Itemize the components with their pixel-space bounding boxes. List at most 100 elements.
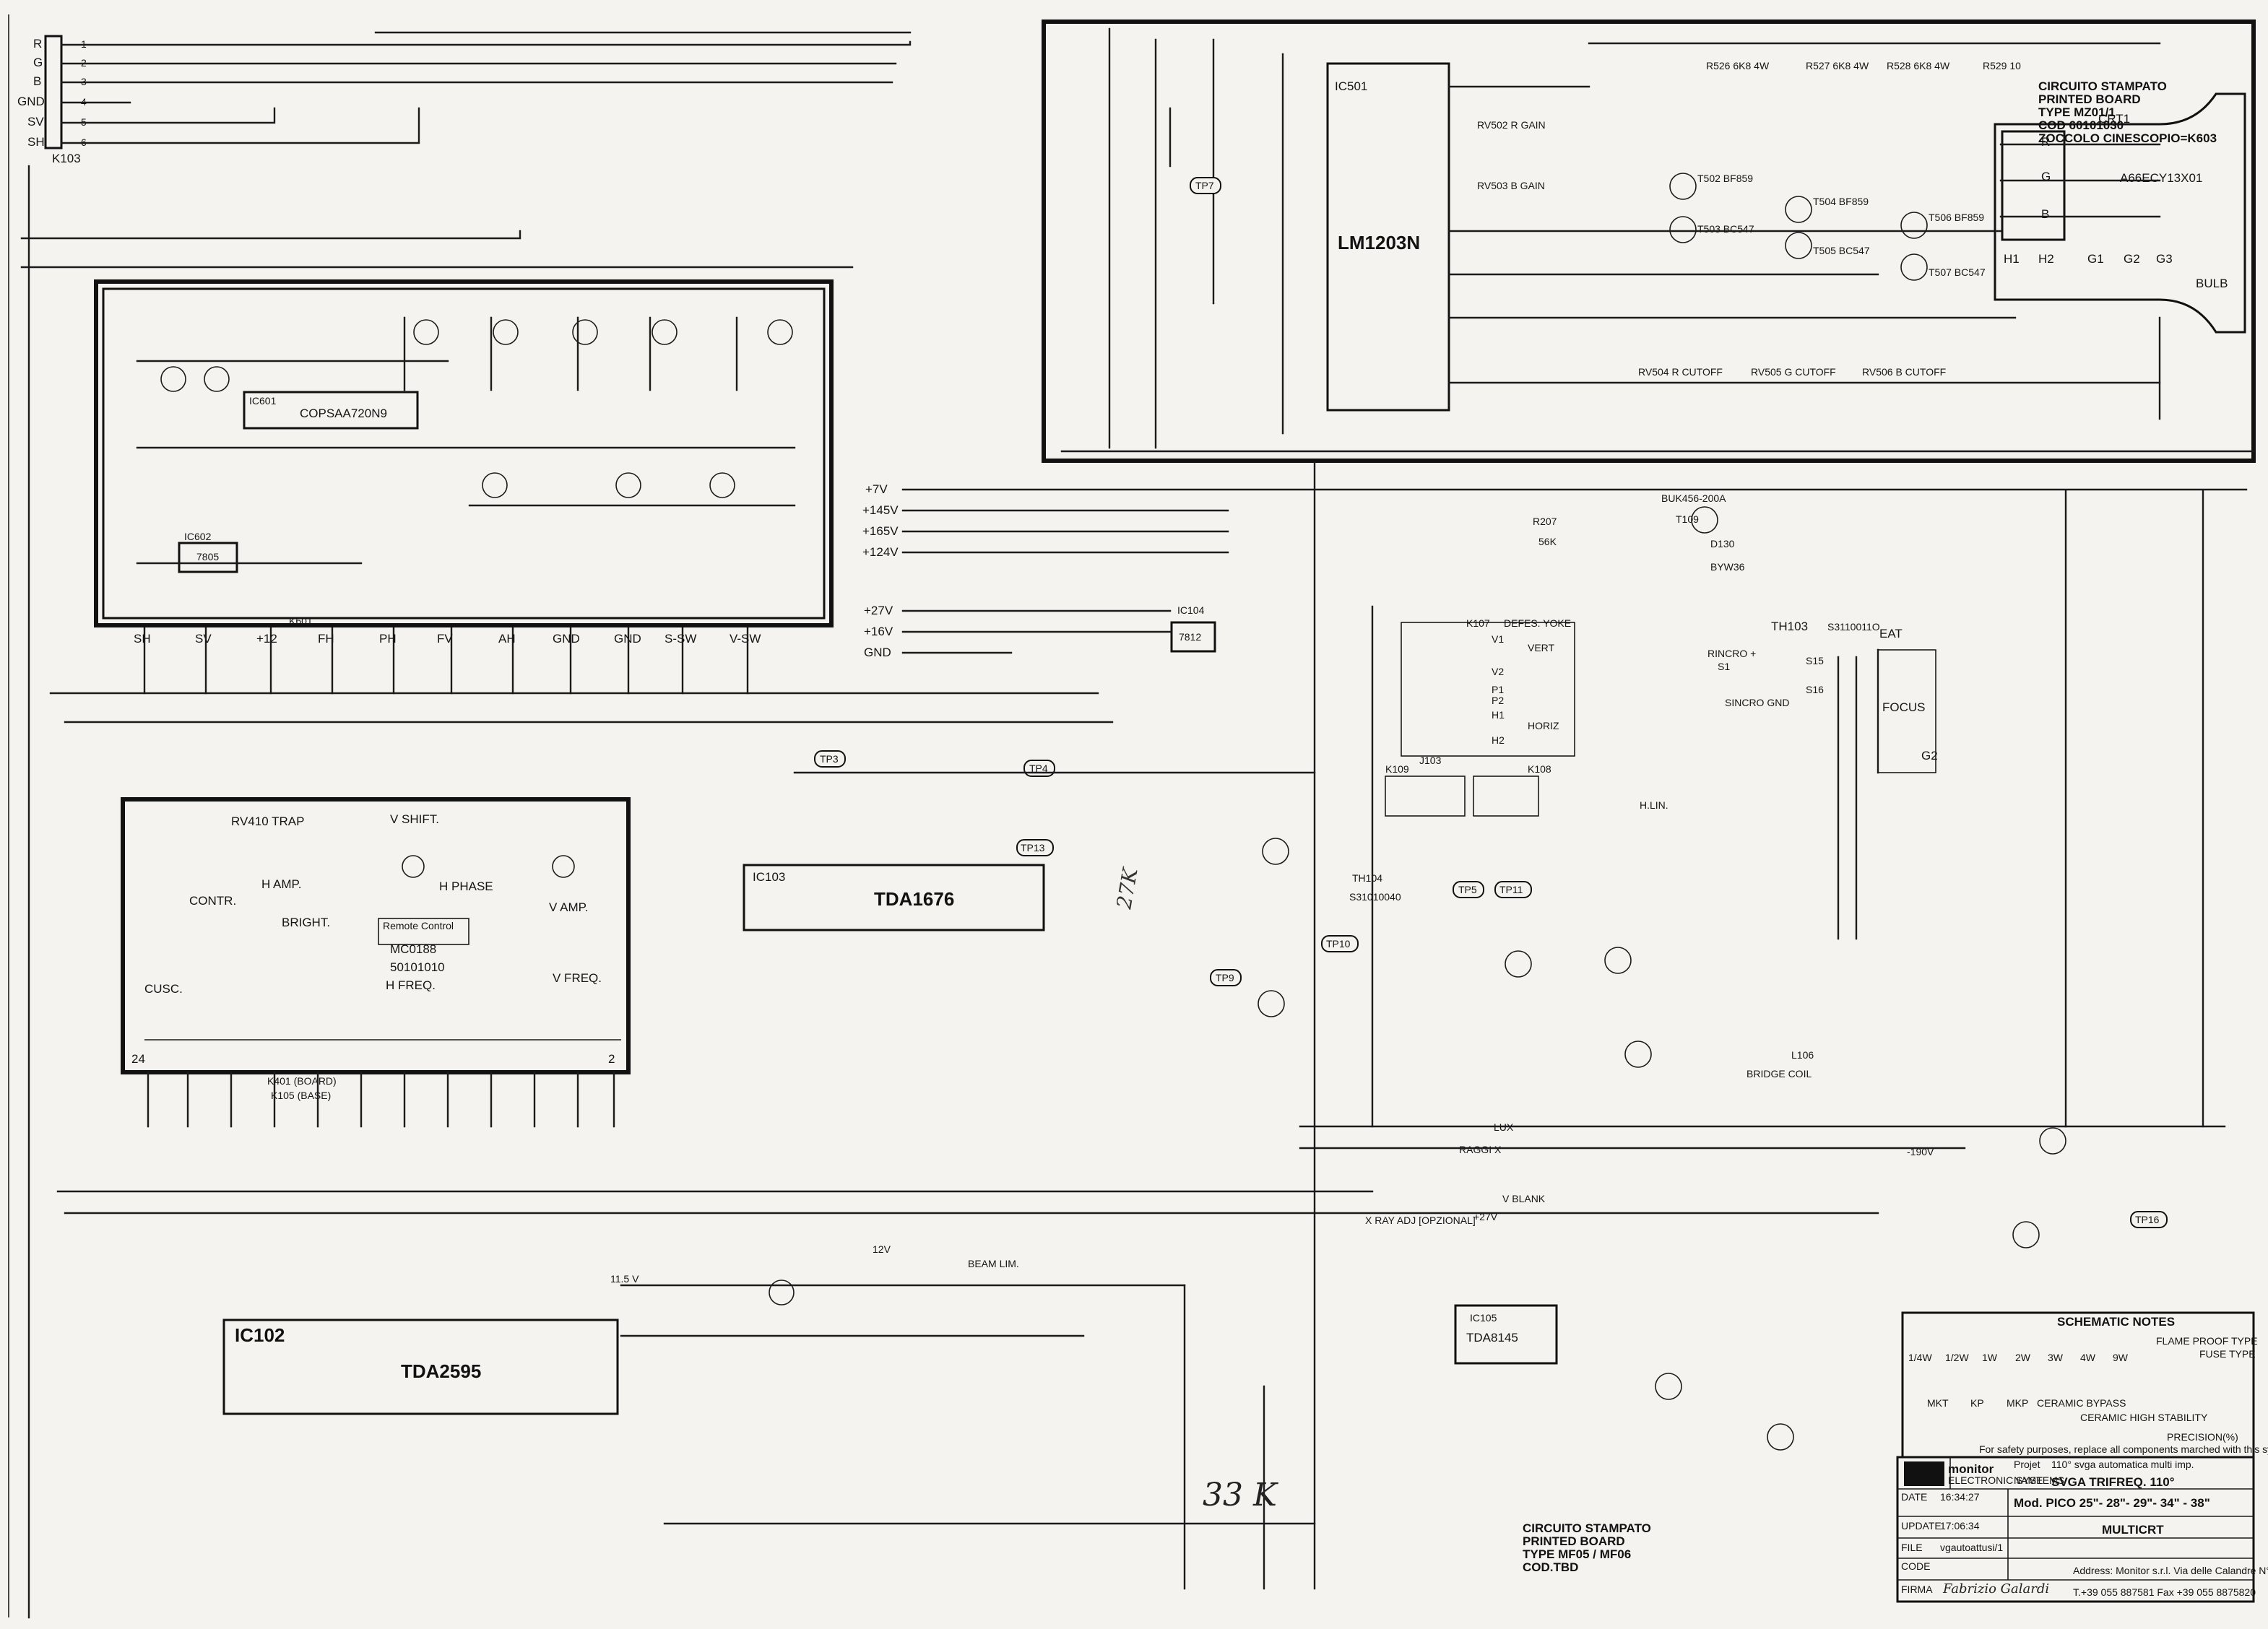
board-top-line-5: ZOCCOLO CINESCOPIO=K603 [2038,131,2217,145]
title-block: monitor ELECTRONIC SYSTEMS Projet 110° s… [1896,1456,2268,1603]
notes-rating-7: 9W [2113,1352,2129,1363]
crt-gun-r: R [2041,135,2050,149]
power-r207: R207 [1533,516,1557,527]
r528-label: R528 6K8 4W [1887,60,1950,71]
brand-sub: ELECTRONIC SYSTEMS [1948,1474,2064,1486]
notes-rating-1: 1/4W [1908,1352,1932,1363]
control-h-phase: H PHASE [439,879,493,893]
crt-tube-code: A66ECY13X01 [2120,171,2202,185]
notes-cap-mkt: MKT [1927,1397,1949,1409]
notes-cap-mkp: MKP [2007,1397,2028,1409]
rgb-output-stages: T502 BF859 T503 BC547 T504 BF859 T505 BC… [1477,60,2021,378]
power-stage: BUK456-200A T109 D130 BYW36 R207 56K TH1… [610,492,1934,1285]
power-th104-part: S31010040 [1349,891,1401,903]
flyback-focus: FOCUS [1882,700,1926,714]
flyback-part: S3110011O [1827,621,1880,633]
power-bridge-coil: BRIDGE COIL [1747,1068,1812,1080]
lower-wiring [49,461,2226,1590]
controls-connector-top: K401 (BOARD) [267,1075,337,1087]
board-top-line-2: PRINTED BOARD [2038,92,2141,106]
notes-safety: For safety purposes, replace all compone… [1979,1443,2268,1455]
board-bottom-line-4: COD.TBD [1523,1560,1578,1574]
rail-7v: +7V [865,482,888,496]
notes-precision: PRECISION(%) [2167,1431,2238,1443]
board-top-line-1: CIRCUITO STAMPATO [2038,79,2167,93]
ic102-ref: IC102 [235,1324,285,1346]
ic602-regulator: IC602 7805 [178,531,238,573]
rail-16v: +16V [864,625,893,638]
ic105-part: TDA8145 [1466,1331,1518,1345]
rail-124v: +124V [862,545,899,559]
yoke-label: DEFES. YOKE [1504,617,1571,629]
test-point-tp16 [2130,1211,2168,1228]
power-buk-top: BUK456-200A [1661,492,1726,504]
yoke-j103: J103 [1419,755,1442,766]
ic601-micro: IC601 COPSAA720N9 [243,391,419,430]
name-value: SVGA TRIFREQ. 110° [2051,1475,2175,1489]
micro-bus-label-fv: FV [437,632,453,646]
supply-rails: +7V +145V +165V +124V +27V +16V GND [862,482,2248,659]
control-h-amp: H AMP. [261,877,301,891]
ic104-regulator: IC104 7812 [1170,604,1216,653]
test-point-tp5-label: TP5 [1458,884,1477,895]
rail-27v: +27V [864,604,893,617]
yoke-v2: V2 [1492,666,1504,677]
name-label: NAME [2014,1474,2043,1486]
rv505-label: RV505 G CUTOFF [1751,366,1836,378]
controls-board: RV410 TRAP V SHIFT. H AMP. H PHASE CONTR… [131,812,621,1128]
k103-pin-r: R [33,37,42,51]
power-th104: TH104 [1352,872,1382,884]
micro-bus-label-sv: SV [195,632,212,646]
test-point-tp11-label: TP11 [1499,884,1523,895]
test-point-tp4-label: TP4 [1029,763,1048,774]
control-v-freq: V FREQ. [553,971,602,985]
test-points: TP7 TP3 TP4 TP13 TP10 TP9 TP5 TP11 TP16 [814,177,2168,1228]
ic602-ref: IC602 [184,531,212,542]
flyback-s16: S16 [1806,684,1824,695]
control-bright: BRIGHT. [282,916,330,929]
k103-pin-b: B [33,74,41,88]
notes-rating-5: 3W [2048,1352,2064,1363]
test-point-tp10 [1321,935,1359,952]
flyback-s15: S15 [1806,655,1824,666]
phone: T.+39 055 887581 Fax +39 055 8875820 [2073,1586,2256,1598]
board-top-line-3: TYPE MZ01/1 [2038,105,2116,119]
ic103-ref: IC103 [753,870,785,884]
yoke-v1: V1 [1492,633,1504,645]
micro-bus: SH SV +12 FH PH FV AH GND GND S-SW V-SW … [134,615,761,695]
micro-board-frame [94,279,834,627]
ic103-part: TDA1676 [874,888,954,910]
rv504-label: RV504 R CUTOFF [1638,366,1723,378]
flyback-eat: EAT [1879,627,1903,640]
yoke-p2: P2 [1492,695,1504,706]
t505-label: T505 BC547 [1813,245,1870,256]
micro-board-wiring [136,316,796,565]
yoke-p1: P1 [1492,684,1504,695]
t503-label: T503 BC547 [1697,223,1754,235]
input-connector-k103: K103 R G B GND SV SH 1 2 3 4 5 6 [17,35,87,165]
controls-part-code: 50101010 [390,960,445,974]
ic104-ref: IC104 [1177,604,1205,616]
yoke-h1: H1 [1492,709,1505,721]
rv506-label: RV506 B CUTOFF [1862,366,1946,378]
yoke-h2: H2 [1492,734,1505,746]
file-label: FILE [1901,1542,1923,1553]
board-bottom-line-1: CIRCUITO STAMPATO [1523,1521,1651,1535]
notes-title: SCHEMATIC NOTES [2057,1315,2175,1329]
notes-cap-highstab: CERAMIC HIGH STABILITY [2080,1412,2208,1423]
ic501-ref: IC501 [1335,79,1367,93]
r529-label: R529 10 [1983,60,2021,71]
notes-rating-4: 2W [2015,1352,2031,1363]
ic105-ref: IC105 [1470,1312,1497,1324]
ic602-part: 7805 [196,551,219,562]
ic501-part: LM1203N [1338,232,1420,253]
crt-electrode-bulb: BULB [2196,277,2228,290]
code-value: MULTICRT [2102,1523,2164,1537]
brand-logo [1904,1461,1944,1486]
yoke-k107: K107 [1466,617,1490,629]
rail-gnd: GND [864,646,891,659]
ic105-driver: IC105 TDA8145 [1454,1304,1558,1365]
control-cusc: CUSC. [144,982,183,996]
update-label: UPDATE [1901,1520,1942,1532]
